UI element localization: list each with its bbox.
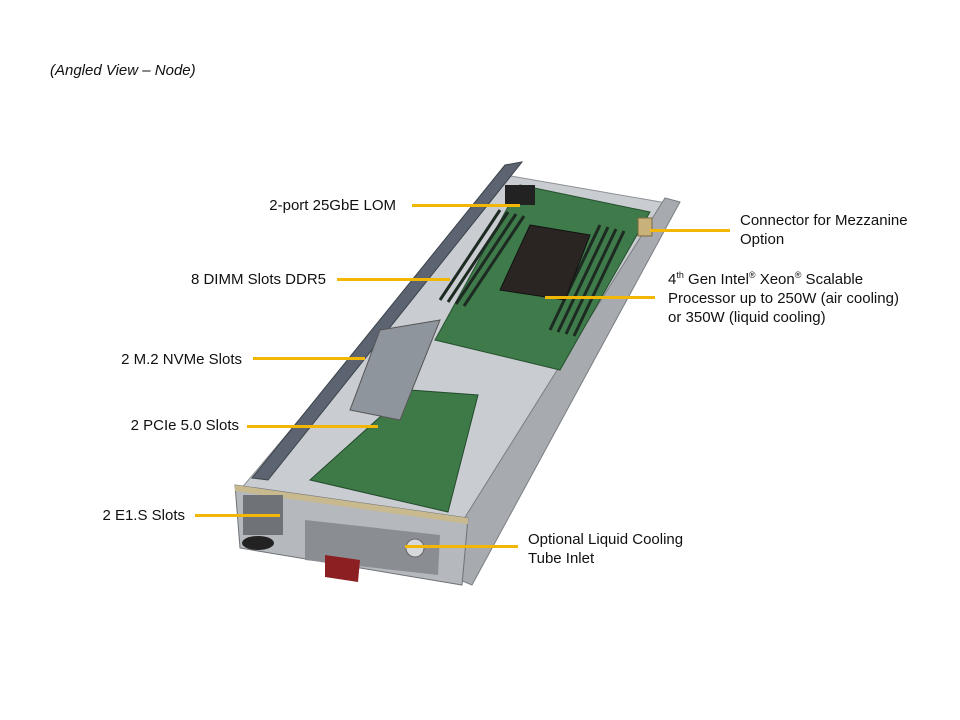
cpu-ordinal: 4 (668, 271, 677, 288)
registered-mark: ® (748, 270, 756, 280)
pcie-card (308, 389, 479, 513)
label-liquid-cooling: Optional Liquid Cooling Tube Inlet (528, 530, 683, 568)
label-cpu-line1: 4th Gen Intel® Xeon® Scalable (668, 270, 899, 289)
registered-mark: ® (794, 270, 802, 280)
cpu-xeon: Xeon (755, 271, 795, 288)
label-lom: 2-port 25GbE LOM (269, 197, 396, 214)
label-pcie: 2 PCIe 5.0 Slots (130, 417, 239, 434)
label-cpu: 4th Gen Intel® Xeon® Scalable Processor … (668, 270, 899, 327)
chassis-right-wall (459, 197, 681, 586)
m2-riser (349, 319, 441, 421)
callout-line-m2 (253, 357, 365, 360)
lom-ports (505, 185, 535, 205)
label-liquid-line1: Optional Liquid Cooling (528, 531, 684, 548)
label-e1s: 2 E1.S Slots (102, 507, 185, 524)
label-cpu-line2: Processor up to 250W (air cooling) (668, 290, 899, 307)
label-m2: 2 M.2 NVMe Slots (121, 351, 242, 368)
label-mezzanine-line2: Option (740, 231, 785, 248)
label-mezzanine-line1: Connector for Mezzanine (740, 212, 908, 229)
callout-line-liquid (405, 545, 518, 548)
callout-line-cpu (545, 296, 655, 299)
front-panel-top-strip (235, 485, 468, 524)
cpu-scalable: Scalable (801, 271, 864, 288)
label-liquid-line2: Tube Inlet (528, 550, 595, 567)
cpu-gen: Gen Intel (683, 271, 749, 288)
label-cpu-line3: or 350W (liquid cooling) (668, 309, 826, 326)
label-mezzanine: Connector for Mezzanine Option (740, 211, 908, 249)
figure-caption: (Angled View – Node) (50, 62, 196, 79)
callout-line-dimm (337, 278, 450, 281)
label-dimm: 8 DIMM Slots DDR5 (190, 271, 326, 288)
liquid-cooling-inlet (405, 538, 425, 558)
callout-line-mezzanine (650, 229, 730, 232)
callout-line-e1s (195, 514, 280, 517)
dimm-slots (438, 209, 626, 337)
chassis-left-wall (251, 161, 524, 481)
mezzanine-connector (637, 217, 653, 237)
callout-line-pcie (247, 425, 378, 428)
latch (242, 536, 274, 550)
pull-handle (325, 555, 360, 582)
cpu-heatsink (499, 224, 591, 301)
callout-line-lom (412, 204, 520, 207)
cpu-ordinal-suffix: th (676, 270, 684, 280)
